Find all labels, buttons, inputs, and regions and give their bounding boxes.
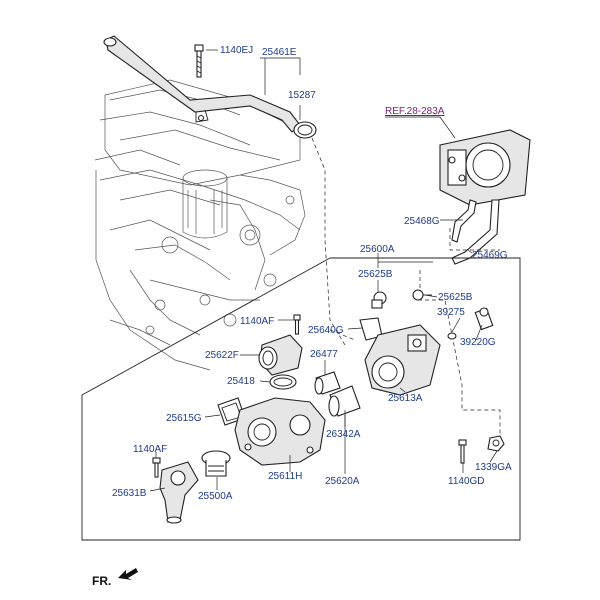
label-25625b-right: 25625B bbox=[438, 292, 473, 303]
inlet-elbow-25631b bbox=[159, 461, 199, 524]
o-ring-15287 bbox=[293, 121, 317, 139]
label-15287: 15287 bbox=[288, 90, 316, 101]
label-39220g: 39220G bbox=[460, 337, 496, 348]
water-fitting-25622f bbox=[258, 334, 303, 376]
bolt-1140ej bbox=[194, 44, 204, 78]
label-25620a: 25620A bbox=[325, 476, 360, 487]
label-25500a: 25500A bbox=[198, 491, 233, 502]
label-25468g: 25468G bbox=[404, 216, 440, 227]
label-25418: 25418 bbox=[227, 376, 255, 387]
label-25615g: 25615G bbox=[166, 413, 202, 424]
front-direction-label: FR. bbox=[92, 574, 111, 588]
engine-block-outline bbox=[94, 79, 306, 371]
label-39275: 39275 bbox=[437, 307, 465, 318]
leader-lines bbox=[149, 49, 498, 492]
thermostat-housing-25611h bbox=[234, 397, 326, 466]
throttle-body bbox=[439, 129, 531, 206]
label-25622f: 25622F bbox=[205, 350, 239, 361]
label-25600a: 25600A bbox=[360, 244, 395, 255]
label-1140gd: 1140GD bbox=[448, 476, 485, 487]
label-25625b-left: 25625B bbox=[358, 269, 393, 280]
label-25613a: 25613A bbox=[388, 393, 423, 404]
label-1140af-upper: 1140AF bbox=[240, 316, 274, 327]
hose-26342a bbox=[328, 385, 361, 417]
hose-clip-25625b-left bbox=[371, 291, 387, 309]
temp-sensor-39220g bbox=[474, 307, 494, 331]
label-ref-28-283a: REF.28-283A bbox=[385, 106, 445, 117]
label-25631b: 25631B bbox=[112, 488, 147, 499]
label-1140af-lower: 1140AF bbox=[133, 444, 167, 455]
thermostat-25500a bbox=[201, 450, 231, 477]
label-1140ej: 1140EJ bbox=[220, 45, 253, 56]
label-25640g: 25640G bbox=[308, 325, 344, 336]
label-26342a: 26342A bbox=[326, 429, 361, 440]
nut-1339ga bbox=[487, 435, 505, 452]
hose-clip-25625b-right bbox=[412, 289, 432, 301]
hose-25468g bbox=[451, 199, 477, 243]
assembly-frame bbox=[81, 257, 521, 541]
label-26477: 26477 bbox=[310, 349, 338, 360]
label-25469g: 25469G bbox=[472, 250, 508, 261]
bolt-1140af-upper bbox=[293, 314, 301, 335]
bolt-1140af-lower bbox=[152, 457, 161, 478]
hose-26477 bbox=[314, 371, 341, 395]
bolt-1140gd bbox=[458, 439, 467, 464]
seal-39275 bbox=[447, 332, 457, 340]
front-arrow-icon bbox=[118, 568, 138, 580]
water-outlet-25613a bbox=[364, 324, 441, 396]
label-1339ga: 1339GA bbox=[475, 462, 512, 473]
label-25461e: 25461E bbox=[262, 47, 297, 58]
label-25611h: 25611H bbox=[268, 471, 302, 482]
